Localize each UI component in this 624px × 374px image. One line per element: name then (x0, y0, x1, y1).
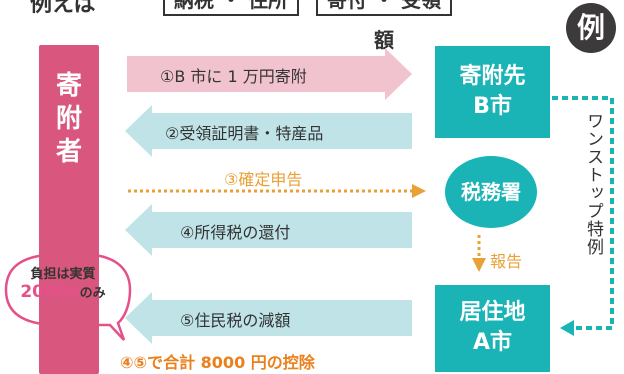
donor-label-char-3: 者 (55, 137, 82, 167)
city-b-line-1: 寄附先 (459, 64, 526, 89)
step-5-arrow (125, 292, 412, 344)
report-arrowhead (472, 258, 486, 272)
onestop-label: ワンストップ特例 (580, 112, 606, 282)
city-a-line-1: 居住地 (459, 300, 526, 325)
bubble-line-1: 負担は実質 (30, 267, 96, 282)
bubble-unit: 円 (67, 286, 80, 300)
donor-label-char-1: 寄 (55, 71, 82, 101)
header-box-1: 納税 ・ 住所 (163, 0, 299, 16)
step-2-arrow (125, 105, 412, 157)
city-b-line-2: B市 (473, 94, 512, 119)
example-badge: 例 (566, 3, 616, 53)
step-3-arrowhead (412, 184, 426, 198)
step-4-arrow (125, 204, 412, 256)
saving-bubble-text: 負担は実質 2000円のみ (8, 263, 118, 302)
step-1-arrow (127, 48, 412, 100)
bubble-amount: 2000 (20, 282, 68, 302)
city-a-line-2: A市 (472, 330, 513, 355)
onestop-dashed-path (552, 96, 614, 330)
header-lead-text: 例えば (30, 0, 97, 17)
donor-pillar (39, 45, 99, 374)
step-2-label: ②受領証明書・特産品 (165, 124, 324, 143)
bubble-line-2: 2000円のみ (8, 282, 118, 302)
step-4-label: ④所得税の還付 (180, 223, 291, 242)
total-deduction-note: ④⑤で合計 8000 円の控除 (120, 353, 315, 372)
step-1-label: ①B 市に 1 万円寄附 (160, 67, 307, 86)
header-box-2: 寄付 ・ 受領額 (316, 0, 452, 52)
onestop-arrowhead (560, 320, 574, 336)
step-5-label: ⑤住民税の減額 (180, 311, 291, 330)
report-label: 報告 (490, 252, 523, 271)
residence-city-a-box: 居住地 A市 (435, 285, 550, 372)
step-3-label: ③確定申告 (224, 170, 303, 189)
tax-office-circle: 税務署 (445, 156, 537, 228)
bubble-suffix: のみ (79, 286, 106, 301)
donor-label: 寄 附 者 (39, 70, 99, 169)
donation-city-b-box: 寄附先 B市 (435, 46, 550, 138)
donor-label-char-2: 附 (55, 104, 82, 134)
